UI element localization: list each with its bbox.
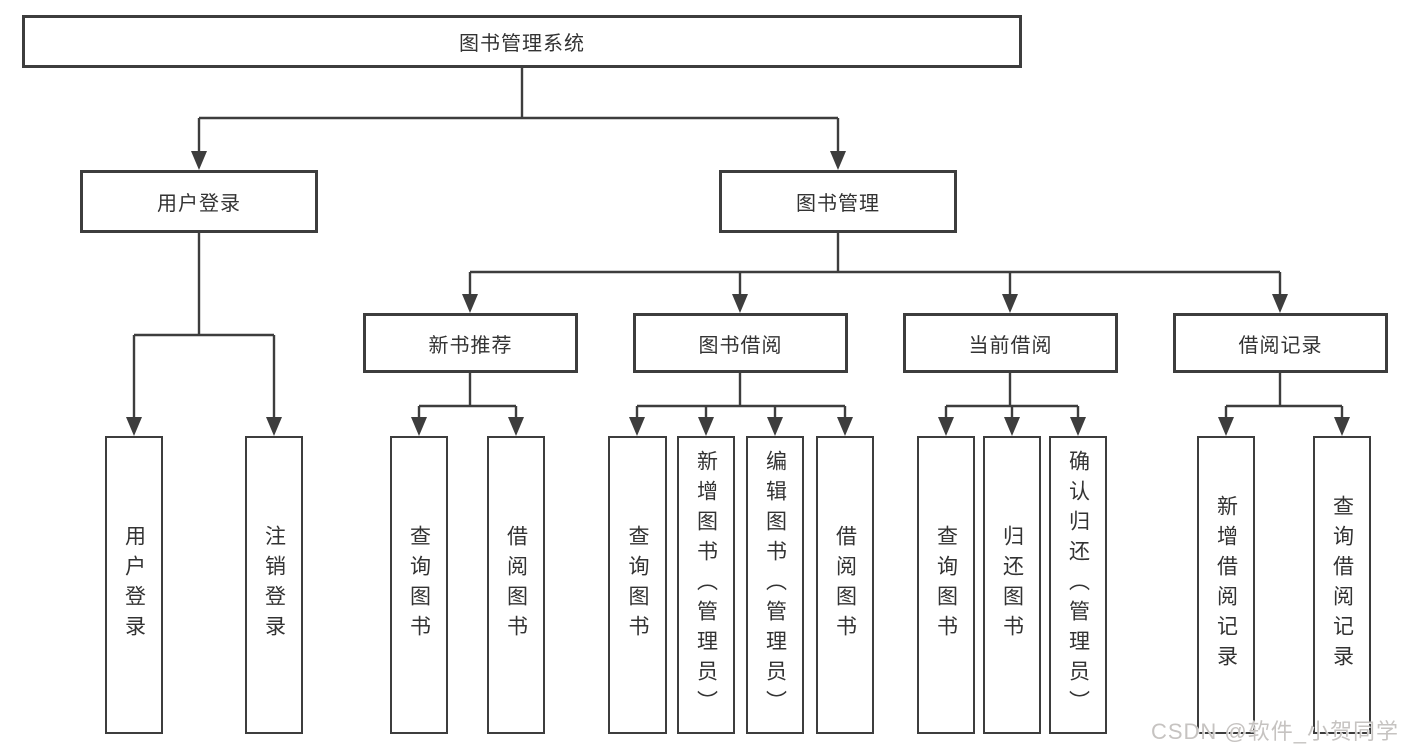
leaf-add-borrow-record: 新增借阅记录 [1197, 436, 1255, 734]
leaf-borrow-books: 借阅图书 [816, 436, 874, 734]
node-new-book-recommend: 新书推荐 [363, 313, 578, 373]
leaf-query-books-current: 查询图书 [917, 436, 975, 734]
leaf-query-books-borrow: 查询图书 [608, 436, 667, 734]
node-book-management: 图书管理 [719, 170, 957, 233]
leaf-confirm-return-admin: 确认归还（管理员） [1049, 436, 1107, 734]
leaf-user-login: 用户登录 [105, 436, 163, 734]
leaf-query-borrow-record: 查询借阅记录 [1313, 436, 1371, 734]
node-borrow-records: 借阅记录 [1173, 313, 1388, 373]
node-user-login: 用户登录 [80, 170, 318, 233]
leaf-return-book: 归还图书 [983, 436, 1041, 734]
watermark-text: CSDN @软件_小贺同学 [1150, 719, 1399, 744]
leaf-edit-book-admin: 编辑图书（管理员） [746, 436, 804, 734]
leaf-borrow-books-recommend: 借阅图书 [487, 436, 545, 734]
node-book-borrow: 图书借阅 [633, 313, 848, 373]
node-current-borrow: 当前借阅 [903, 313, 1118, 373]
leaf-logout: 注销登录 [245, 436, 303, 734]
leaf-query-books-recommend: 查询图书 [390, 436, 448, 734]
leaf-add-book-admin: 新增图书（管理员） [677, 436, 735, 734]
node-library-system: 图书管理系统 [22, 15, 1022, 68]
